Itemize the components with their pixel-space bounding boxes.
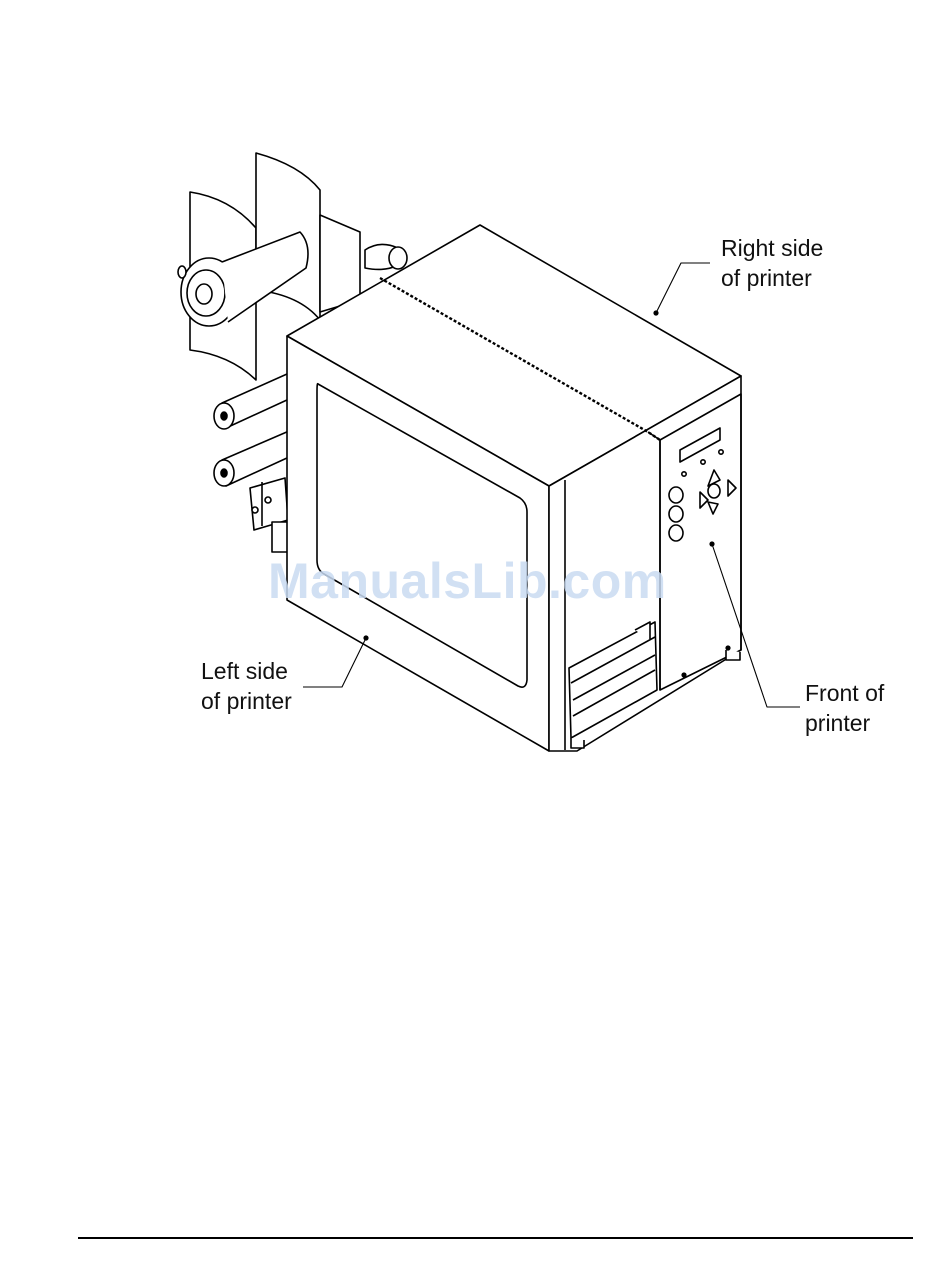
callout-right-side-line1: Right side bbox=[721, 233, 823, 263]
callout-right-side: Right side of printer bbox=[721, 233, 823, 293]
callout-front: Front of printer bbox=[805, 678, 884, 738]
callout-left-side-line1: Left side bbox=[201, 656, 292, 686]
callout-front-line2: printer bbox=[805, 708, 884, 738]
callout-front-line1: Front of bbox=[805, 678, 884, 708]
watermark-text: ManualsLib.com bbox=[268, 552, 667, 610]
front-pointer-dot bbox=[709, 541, 714, 546]
callout-left-side: Left side of printer bbox=[201, 656, 292, 716]
footer-rule bbox=[78, 1237, 913, 1239]
printer-cabinet bbox=[287, 225, 741, 751]
callout-right-side-line2: of printer bbox=[721, 263, 823, 293]
callout-left-side-line2: of printer bbox=[201, 686, 292, 716]
left-side-pointer-dot bbox=[363, 635, 368, 640]
right-side-pointer-dot bbox=[653, 310, 658, 315]
